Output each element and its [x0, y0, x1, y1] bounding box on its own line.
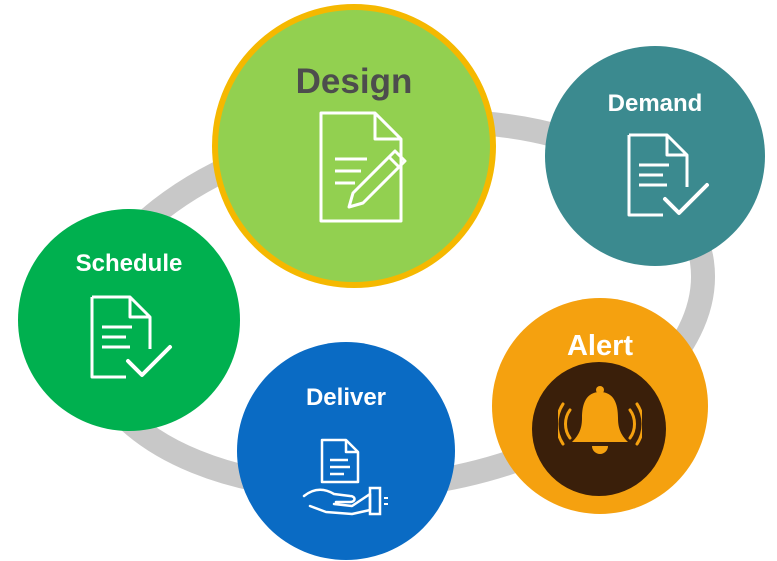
demand-node: Demand: [545, 46, 765, 266]
demand-label: Demand: [607, 90, 703, 117]
alert-icon-disc: [532, 362, 666, 496]
deliver-node: Deliver: [237, 342, 455, 560]
document-pencil-icon: [319, 111, 407, 223]
schedule-node: Schedule: [18, 209, 240, 431]
document-check-icon: [627, 133, 709, 217]
design-node: Design: [212, 4, 496, 288]
document-check-icon: [90, 295, 172, 379]
design-label: Design: [295, 62, 413, 101]
schedule-label: Schedule: [75, 250, 183, 277]
hand-document-icon: [302, 438, 388, 516]
alert-label: Alert: [566, 330, 634, 362]
deliver-label: Deliver: [305, 384, 387, 411]
alert-node: Alert: [492, 298, 708, 514]
bell-ringing-icon: [558, 386, 642, 454]
